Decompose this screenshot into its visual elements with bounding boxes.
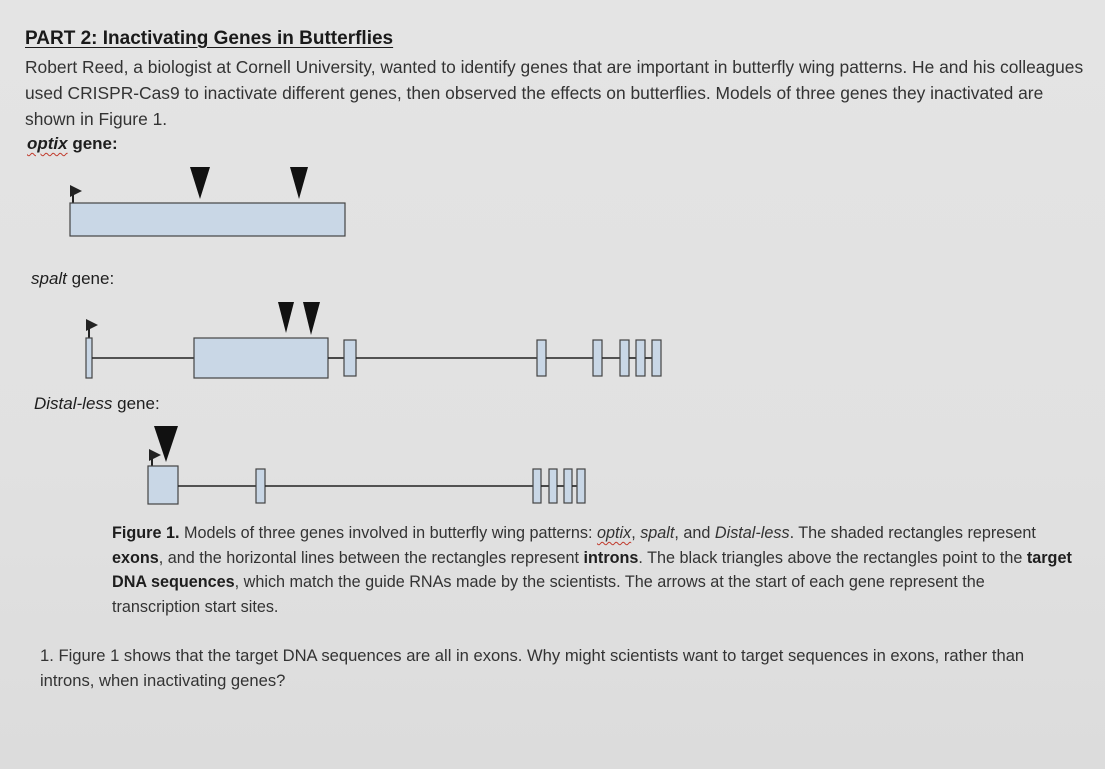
caption-text: . The shaded rectangles represent bbox=[789, 524, 1036, 542]
caption-distal-less: Distal-less bbox=[714, 524, 790, 542]
caption-text: , bbox=[631, 524, 641, 542]
spalt-exon bbox=[343, 339, 357, 377]
distal-less-target-triangle-icon bbox=[154, 426, 178, 462]
optix-gene-label: optix gene: bbox=[27, 134, 118, 154]
caption-optix: optix bbox=[596, 524, 632, 542]
caption-text: Models of three genes involved in butter… bbox=[179, 524, 597, 542]
optix-gene-name: optix bbox=[27, 134, 68, 153]
figure-1-diagram bbox=[69, 167, 662, 505]
spalt-exon bbox=[592, 339, 603, 377]
distal-less-gene-label: Distal-less gene: bbox=[34, 394, 160, 414]
spalt-exon bbox=[85, 337, 93, 379]
spalt-exon bbox=[651, 339, 662, 377]
distal-less-gene-name: Distal-less bbox=[34, 394, 113, 413]
caption-exons-term: exons bbox=[112, 548, 159, 567]
distal-less-exon bbox=[563, 468, 573, 504]
spalt-start-arrow-icon bbox=[86, 319, 98, 338]
intro-paragraph: Robert Reed, a biologist at Cornell Univ… bbox=[25, 57, 1084, 129]
caption-label: Figure 1. bbox=[112, 524, 180, 542]
optix-target-triangle-icon bbox=[190, 167, 210, 199]
spalt-target-triangle-icon bbox=[278, 302, 294, 333]
page-title: PART 2: Inactivating Genes in Butterflie… bbox=[25, 28, 394, 49]
optix-start-arrow-icon bbox=[70, 185, 82, 203]
distal-less-exon bbox=[255, 468, 266, 504]
distal-less-exon bbox=[147, 465, 179, 505]
optix-target-triangle-icon bbox=[290, 167, 308, 199]
caption-text: , and the horizontal lines between the r… bbox=[158, 548, 584, 567]
caption-text: , and bbox=[674, 524, 715, 542]
caption-spalt: spalt bbox=[640, 524, 675, 542]
spalt-exon bbox=[193, 337, 329, 379]
optix-gene-model bbox=[69, 167, 346, 237]
caption-targets-term: target DNA sequences bbox=[112, 548, 1072, 592]
distal-less-gene-suffix: gene: bbox=[112, 394, 160, 413]
spalt-exon bbox=[635, 339, 646, 377]
spalt-exon bbox=[619, 339, 630, 377]
caption-text: , which match the guide RNAs made by the… bbox=[112, 573, 985, 616]
spalt-gene-model bbox=[85, 302, 662, 379]
spalt-gene-suffix: gene: bbox=[66, 269, 115, 288]
spalt-gene-name: spalt bbox=[31, 269, 67, 288]
distal-less-exon bbox=[576, 468, 586, 504]
distal-less-exon bbox=[548, 468, 558, 504]
optix-exon bbox=[69, 202, 346, 237]
question-1: 1. Figure 1 shows that the target DNA se… bbox=[40, 646, 1025, 690]
distal-less-exon bbox=[532, 468, 542, 504]
caption-text: . The black triangles above the rectangl… bbox=[638, 548, 1027, 567]
figure-caption: Figure 1. Models of three genes involved… bbox=[112, 521, 1072, 619]
caption-introns-term: introns bbox=[583, 548, 639, 567]
distal-less-start-arrow-icon bbox=[149, 449, 161, 468]
distal-less-gene-model bbox=[147, 426, 586, 505]
spalt-target-triangle-icon bbox=[303, 302, 320, 335]
spalt-exon bbox=[536, 339, 547, 377]
spalt-gene-label: spalt gene: bbox=[31, 269, 114, 289]
optix-gene-suffix: gene: bbox=[67, 134, 118, 153]
